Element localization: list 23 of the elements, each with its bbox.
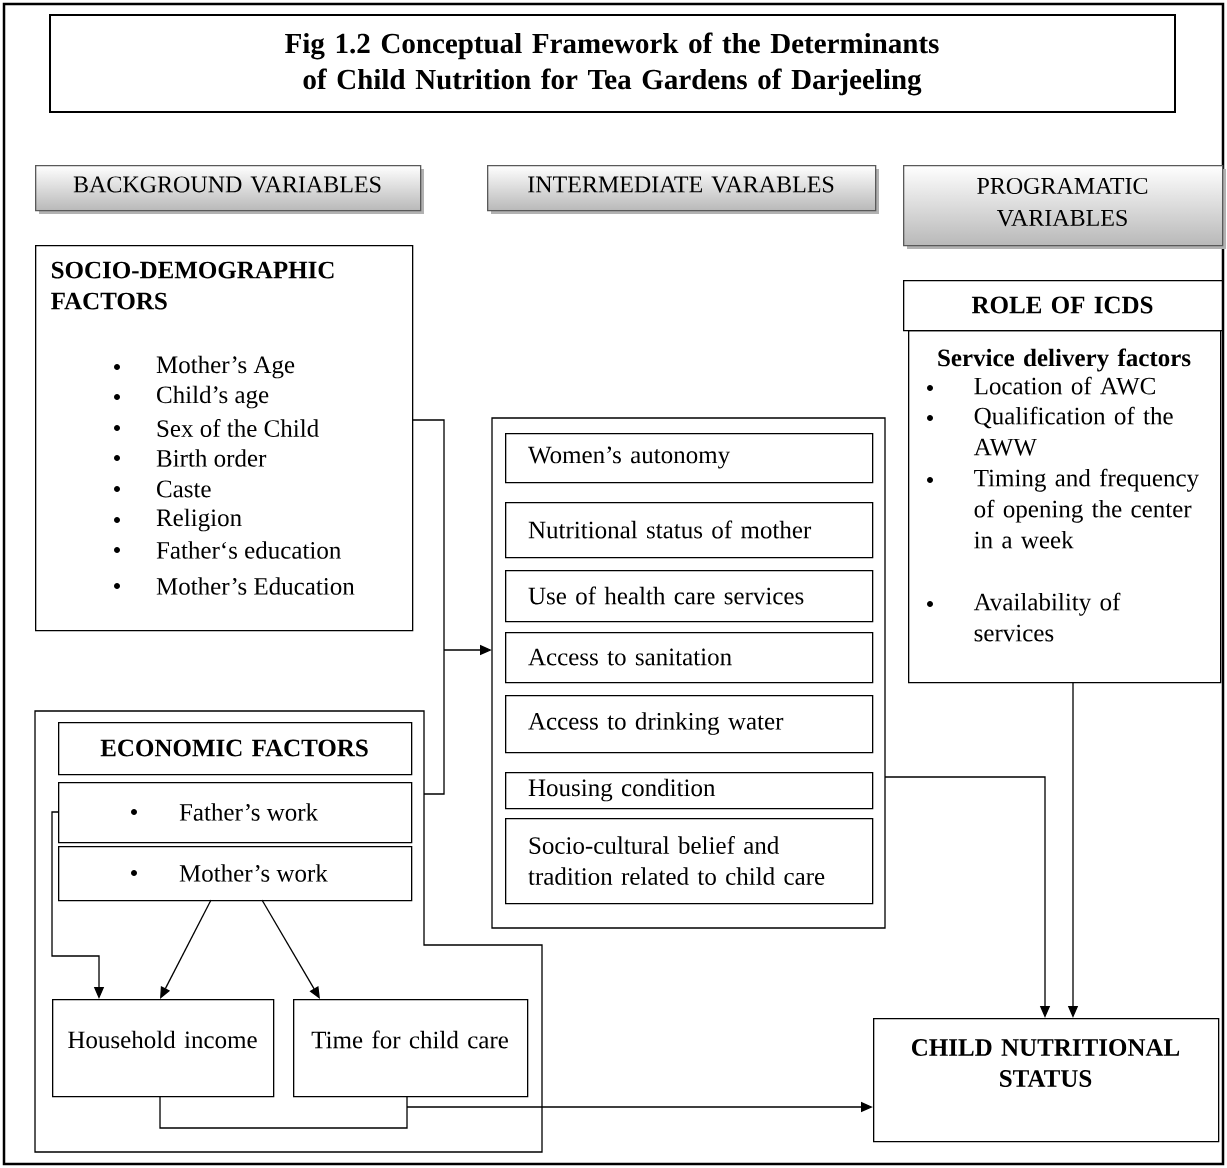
factor-box: SOCIO-DEMOGRAPHIC FACTORS Mother’s Age Child’s age Sex of the Child Birth order Caste Religion Father‘s education Mother’s Education [35, 245, 414, 632]
variable-header: INTERMEDIATE VARABLES [487, 165, 879, 214]
factor-box: Mother’s work [58, 846, 413, 902]
factor-box: Nutritional status of mother [505, 502, 874, 559]
factor-box: Use of health care services [505, 570, 874, 623]
heading-box: ECONOMIC FACTORS [58, 722, 413, 776]
title-box: Fig 1.2 Conceptual Framework of the Determinants of Child Nutrition for Tea Gardens of Darjeeling [49, 14, 1176, 113]
factor-box: Father’s work [58, 782, 413, 844]
factor-box: Household income [52, 999, 275, 1098]
factor-box: Access to drinking water [505, 695, 874, 754]
variable-header: PROGRAMATIC VARIABLES [903, 165, 1226, 249]
factor-box: Socio-cultural belief and tradition related to child care [505, 818, 874, 905]
factor-box: Women’s autonomy [505, 433, 874, 484]
factor-box: Service delivery factors Location of AWC Qualification of the AWW Timing and frequency of opening the center in a week Availability of services [908, 330, 1222, 684]
variable-header: BACKGROUND VARIABLES [35, 165, 424, 214]
heading-box: ROLE OF ICDS [903, 280, 1224, 332]
factor-box: Time for child care [293, 999, 529, 1098]
group-outline [491, 417, 886, 929]
arrow [160, 899, 212, 999]
factor-box: Housing condition [505, 772, 874, 810]
arrow [261, 899, 320, 999]
outcome-box: CHILD NUTRITIONAL STATUS [873, 1018, 1220, 1143]
factor-box: Access to sanitation [505, 632, 874, 684]
